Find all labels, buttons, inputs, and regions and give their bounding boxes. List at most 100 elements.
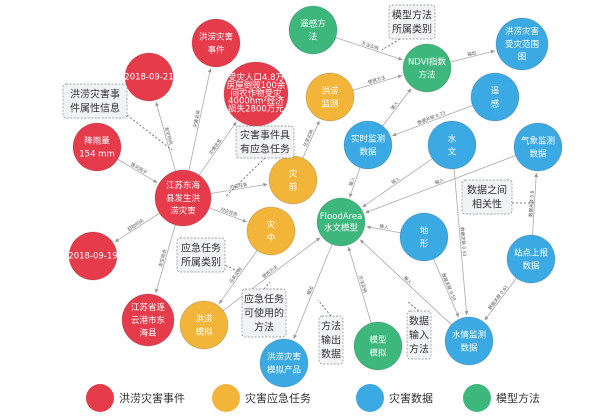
edge: 输入 — [382, 88, 412, 127]
node-label: 实时监测 — [351, 134, 385, 145]
annotation-text: 可使用的 — [244, 307, 284, 320]
node-pre[interactable]: 灾前 — [268, 155, 318, 205]
edge-line — [209, 207, 247, 223]
edge-label: 输入 — [434, 176, 445, 186]
edge: 输出 — [293, 244, 333, 340]
node-circle — [246, 206, 296, 256]
edge-label: 输出 — [467, 49, 478, 58]
edge-line — [359, 239, 452, 325]
annotation-text: 件属性信息 — [70, 102, 120, 115]
node-ter[interactable]: 地形 — [399, 212, 449, 262]
edge-label: 输入 — [389, 99, 400, 111]
node-circle — [343, 120, 393, 170]
edge: 灾情信息 — [198, 121, 237, 176]
node-label: 模拟 — [195, 326, 213, 337]
node-label: 形 — [420, 239, 429, 249]
node-circle — [506, 234, 556, 284]
node-label: 房屋倒毁100余 — [227, 80, 286, 91]
edge-line — [210, 182, 268, 194]
edge: 起始时间 — [114, 212, 160, 243]
node-circle — [259, 338, 309, 388]
node-label: NDVI指数 — [408, 57, 447, 68]
edge-label: 数据关联 0.53 — [459, 227, 469, 257]
node-label: 洪涝灾害 — [505, 26, 539, 37]
legend-swatch — [86, 384, 114, 412]
node-label: 江苏省连 — [131, 302, 166, 313]
edge-line — [433, 258, 460, 318]
edge-label: 任务实例 — [228, 266, 244, 285]
legend-item-task: 灾害应急任务 — [212, 384, 311, 412]
edge-line — [453, 168, 469, 316]
node-label: 文 — [448, 146, 457, 157]
node-hyd[interactable]: 水文 — [427, 120, 477, 170]
edge-label: 使用方法 — [261, 263, 280, 280]
node-circle — [444, 316, 494, 366]
node-label: 地 — [420, 226, 429, 237]
node-circle — [179, 300, 229, 350]
edge-line — [335, 37, 403, 61]
edge-line — [382, 88, 412, 127]
edge: 数据关联 0.8 — [527, 172, 539, 236]
node-d0921[interactable]: 2018-09-21 — [124, 52, 174, 102]
node-circle — [121, 293, 175, 347]
node-mid[interactable]: 灾中 — [246, 206, 296, 256]
edge: 致灾因子 — [117, 158, 158, 184]
edge-line — [198, 121, 237, 176]
node-circle — [154, 169, 212, 227]
legend-label: 模型方法 — [496, 391, 540, 405]
annotation-connector — [381, 38, 401, 51]
node-rs[interactable]: 遥感 — [470, 72, 520, 122]
node-label: 洪涝灾害 — [199, 32, 233, 43]
annotation-text: 输入 — [409, 329, 429, 342]
node-label: 数据 — [529, 148, 547, 159]
edge-line — [362, 158, 433, 208]
node-label: 洪涝灾害 — [267, 352, 301, 363]
annotation-text: 数据 — [409, 315, 429, 328]
node-label: FloodArea — [320, 212, 363, 222]
node-circle — [316, 197, 366, 247]
node-label: 模拟产品 — [267, 364, 301, 375]
node-d0919[interactable]: 2018-09-19 — [68, 231, 118, 281]
edge: 输入 — [359, 239, 452, 325]
edge: 使用方法 — [352, 74, 403, 91]
annotation-text: 方法 — [254, 321, 274, 334]
node-label: 县发生洪 — [166, 193, 201, 204]
node-label: 洪涝 — [195, 314, 213, 325]
edge: 方法实例 — [335, 37, 403, 61]
edge-line — [392, 105, 473, 137]
node-label: 154 mm — [79, 149, 115, 159]
node-label: 间农作物受灾 — [230, 88, 282, 99]
edge-label: 输入 — [402, 274, 414, 286]
edge: 灾害名称 — [188, 68, 212, 171]
node-circle — [353, 321, 403, 371]
edge-line — [154, 224, 176, 294]
edge-line — [114, 212, 160, 243]
annotation-text: 所属类别 — [181, 256, 221, 269]
node-label: 受灾人口4.8万 — [228, 72, 284, 83]
node-evt[interactable]: 洪涝灾害事件 — [191, 18, 241, 68]
annotation-connector — [221, 263, 241, 273]
node-label: 数据 — [522, 260, 540, 271]
node-label: 江苏东海 — [166, 180, 201, 191]
edge-label: 致灾因子 — [129, 161, 148, 176]
